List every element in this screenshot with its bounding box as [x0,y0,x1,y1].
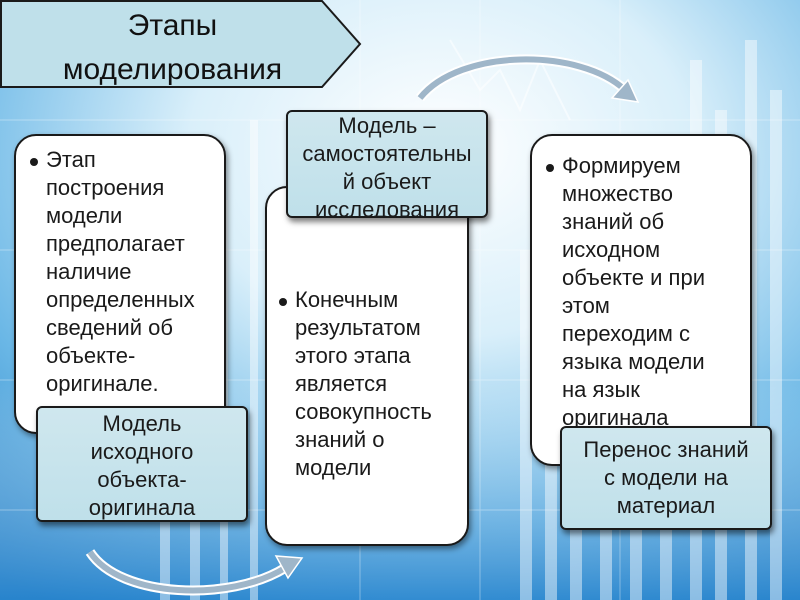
card-left: Этап построения модели предполагает нали… [14,134,226,434]
bullet-icon [279,298,287,306]
text-line: сведений об [46,315,173,340]
text-line: самостоятельны [302,141,472,166]
text-line: Этап [46,147,96,172]
text-line: объекта- [97,467,187,492]
text-line: совокупность [295,399,432,424]
card-middle-text: Конечным результатом этого этапа являетс… [295,286,467,482]
card-middle: Конечным результатом этого этапа являетс… [265,186,469,546]
text-line: построения [46,175,165,200]
text-line: оригинале. [46,371,159,396]
title-line: моделирования [62,53,283,86]
label-left: Модель исходного объекта- оригинала [36,406,248,522]
text-line: знаний об [562,209,665,234]
text-line: оригинала [562,405,669,430]
text-line: результатом [295,315,421,340]
text-line: этого этапа [295,343,411,368]
text-line: предполагает [46,231,185,256]
text-line: наличие [46,259,132,284]
label-right: Перенос знаний с модели на материал [560,426,772,530]
card-right: Формируем множество знаний об исходном о… [530,134,752,466]
curved-arrow-icon [85,549,304,596]
text-line: на язык [562,377,640,402]
text-line: материал [616,493,716,518]
title-line: Этапы [127,9,218,42]
text-line: исследования [315,197,459,218]
bullet-icon [30,158,38,166]
text-line: с модели на [604,465,728,490]
text-line: Конечным [295,287,399,312]
text-line: исходного [90,439,194,464]
text-line: объекте и при [562,265,705,290]
text-line: является [295,371,388,396]
text-line: Модель – [338,113,436,138]
text-line: модели [295,455,372,480]
text-line: Формируем [562,153,681,178]
text-line: й объект [342,169,432,194]
text-line: оригинала [88,495,196,520]
curved-arrow-icon [416,54,640,103]
text-line: Перенос знаний [583,437,749,462]
title-banner [0,0,362,88]
text-line: этом [562,293,610,318]
text-line: модели [46,203,123,228]
label-middle: Модель – самостоятельны й объект исследо… [286,110,488,218]
text-line: Модель [102,411,182,436]
page-title: Этапы моделирования [0,4,345,92]
card-left-text: Этап построения модели предполагает нали… [46,146,224,398]
card-right-text: Формируем множество знаний об исходном о… [562,152,750,432]
text-line: множество [562,181,673,206]
text-line: объекте- [46,343,136,368]
text-line: определенных [46,287,195,312]
text-line: переходим с [562,321,691,346]
bullet-icon [546,164,554,172]
text-line: исходном [562,237,661,262]
text-line: языка модели [562,349,705,374]
text-line: знаний о [295,427,385,452]
